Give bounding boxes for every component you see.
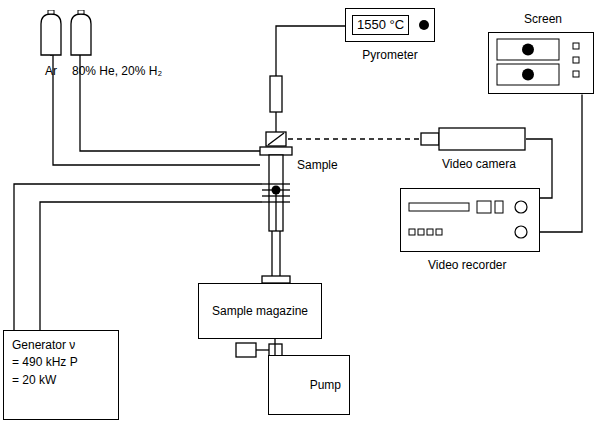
coil-turn bbox=[262, 183, 290, 184]
monitor-spot bbox=[522, 69, 534, 81]
transfer-tube bbox=[279, 231, 280, 283]
connector-line bbox=[540, 94, 582, 232]
sample-dot bbox=[272, 186, 281, 195]
pyrometer-cable bbox=[276, 26, 345, 76]
gas-cylinder bbox=[68, 10, 94, 56]
cylinder-valve bbox=[78, 10, 84, 14]
monitor-window bbox=[497, 39, 559, 60]
connector-line bbox=[274, 339, 275, 355]
device-label: Pyrometer bbox=[345, 48, 435, 62]
valve-motor bbox=[236, 343, 256, 357]
node-pyro: 1550 °C Pyrometer bbox=[345, 8, 445, 62]
sample-rod bbox=[275, 194, 276, 231]
node-gen: Generator ν = 490 kHz P = 20 kW bbox=[3, 330, 119, 420]
coil-turn bbox=[262, 201, 290, 202]
camera-sightline bbox=[288, 138, 423, 139]
pyrometer-optic bbox=[270, 76, 282, 112]
gas-label: 80% He, 20% H₂ bbox=[68, 64, 198, 78]
recorder-drawing bbox=[401, 189, 538, 250]
camera-body bbox=[439, 128, 525, 150]
magazine-flange bbox=[262, 276, 290, 283]
device-label: Video camera bbox=[420, 157, 532, 171]
recorder-knob bbox=[515, 201, 527, 213]
node-rec: Video recorder bbox=[400, 188, 542, 272]
recorder-panel bbox=[495, 201, 503, 213]
pyrometer-box: 1550 °C bbox=[345, 8, 435, 42]
beam-splitter bbox=[266, 132, 286, 146]
recorder-button bbox=[418, 229, 424, 235]
chamber-tube bbox=[269, 155, 283, 231]
monitor-window bbox=[497, 64, 559, 85]
recorder-button bbox=[427, 229, 433, 235]
transfer-tube bbox=[271, 231, 272, 283]
recorder-box bbox=[400, 188, 540, 252]
temperature-display: 1550 °C bbox=[352, 15, 409, 35]
gas-label: Ar bbox=[38, 64, 64, 78]
recorder-button bbox=[436, 229, 442, 235]
node-cyl: 80% He, 20% H₂ bbox=[68, 10, 198, 78]
node-box: Sample magazine bbox=[198, 283, 322, 339]
cylinder-outline bbox=[41, 14, 61, 55]
camera-lens bbox=[421, 133, 439, 145]
monitor-button bbox=[573, 71, 579, 77]
node-cam: Video camera bbox=[420, 127, 532, 171]
device-label: Video recorder bbox=[400, 258, 542, 272]
monitor-drawing bbox=[489, 33, 592, 92]
cylinder-outline bbox=[71, 14, 91, 55]
node-screen: Screen bbox=[488, 12, 598, 94]
box-label: Pump bbox=[310, 378, 341, 392]
monitor-spot bbox=[522, 44, 534, 56]
part-label: Sample bbox=[296, 158, 339, 172]
node-cyl: Ar bbox=[38, 10, 68, 78]
recorder-knob bbox=[515, 226, 527, 238]
gas-cylinder bbox=[38, 10, 64, 56]
box-label: Sample magazine bbox=[212, 304, 308, 318]
recorder-button bbox=[409, 229, 415, 235]
gas-line bbox=[53, 54, 260, 165]
indicator-dot bbox=[419, 20, 429, 30]
chamber-flange bbox=[260, 147, 292, 155]
recorder-panel bbox=[477, 201, 491, 213]
monitor-button bbox=[573, 57, 579, 63]
node-box: Pump bbox=[268, 355, 350, 415]
beam-splitter-mirror bbox=[268, 133, 284, 145]
cylinder-valve bbox=[48, 10, 54, 14]
recorder-slot bbox=[409, 203, 469, 211]
generator-label: Generator ν = 490 kHz P = 20 kW bbox=[12, 337, 82, 389]
monitor-button bbox=[573, 43, 579, 49]
coil-turn bbox=[262, 195, 290, 196]
video-camera-drawing bbox=[420, 127, 526, 151]
device-label: Screen bbox=[488, 12, 598, 26]
monitor-box bbox=[488, 32, 594, 94]
optic-stem bbox=[275, 112, 276, 132]
temperature-reading: 1550 °C bbox=[357, 17, 404, 33]
